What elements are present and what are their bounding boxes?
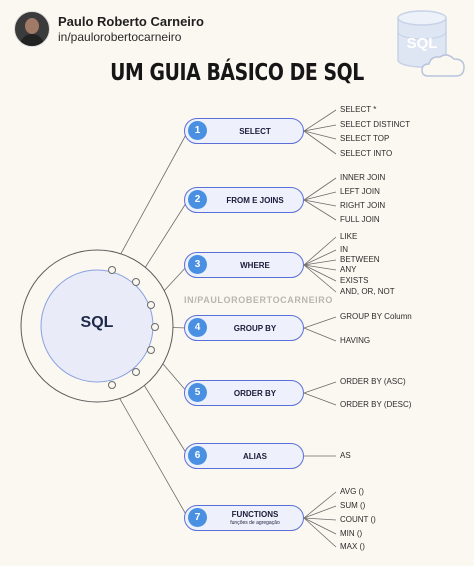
center-label: SQL: [80, 314, 114, 331]
fan-line: [303, 517, 337, 535]
node-from-e-joins: 2 FROM E JOINS: [184, 187, 304, 213]
sub-item: MIN (): [340, 529, 363, 538]
sub-item: GROUP BY Column: [340, 312, 412, 321]
node-label: GROUP BY: [233, 323, 277, 333]
fan-line: [303, 517, 337, 521]
sub-item: SELECT TOP: [340, 134, 390, 143]
fan-line: [303, 264, 337, 271]
sub-item: SELECT INTO: [340, 149, 393, 158]
sub-item: AS: [340, 451, 351, 460]
node-label-wrap: FROM E JOINS: [207, 188, 303, 212]
sub-item: COUNT (): [340, 515, 376, 524]
node-label: SELECT: [239, 126, 271, 136]
branch-line-1: [111, 130, 189, 271]
node-label: FROM E JOINS: [226, 195, 284, 205]
fan-line: [303, 491, 337, 519]
node-label-wrap: ORDER BY: [207, 381, 303, 405]
connector-dot-7: [108, 381, 116, 389]
sub-item: SUM (): [340, 501, 366, 510]
sub-item: LIKE: [340, 232, 358, 241]
node-number-badge: 1: [188, 121, 207, 140]
sub-item: INNER JOIN: [340, 173, 386, 182]
node-number-badge: 2: [188, 190, 207, 209]
branch-line-6: [135, 371, 189, 457]
database-cloud-icon: SQL: [397, 10, 465, 77]
sub-item: RIGHT JOIN: [340, 201, 386, 210]
node-alias: 6 ALIAS: [184, 443, 304, 469]
node-label: WHERE: [240, 260, 270, 270]
logo-text: SQL: [407, 35, 438, 52]
node-number-badge: 5: [188, 383, 207, 402]
fan-line: [303, 381, 337, 394]
node-where: 3 WHERE: [184, 252, 304, 278]
node-number-badge: 4: [188, 318, 207, 337]
fan-line: [303, 505, 337, 519]
node-sublabel: funções de agregação: [230, 520, 280, 526]
fan-line: [303, 130, 337, 140]
sub-item: ORDER BY (DESC): [340, 400, 412, 409]
node-label: ORDER BY: [233, 388, 277, 398]
fan-line: [303, 124, 337, 132]
fan-line: [303, 177, 337, 201]
sub-item: IN: [340, 245, 348, 254]
connector-dot-5: [147, 346, 155, 354]
node-order-by: 5 ORDER BY: [184, 380, 304, 406]
fan-line: [303, 264, 337, 293]
connector-dots: [108, 266, 159, 389]
node-select: 1 SELECT: [184, 118, 304, 144]
fan-line: [303, 109, 337, 132]
sub-item: LEFT JOIN: [340, 187, 380, 196]
fan-line: [303, 130, 337, 155]
branch-line-7: [111, 384, 189, 519]
sub-item: EXISTS: [340, 276, 369, 285]
sub-item: AND, OR, NOT: [340, 287, 395, 296]
sub-item: AVG (): [340, 487, 364, 496]
sub-item: SELECT DISTINCT: [340, 120, 411, 129]
sub-item: FULL JOIN: [340, 215, 380, 224]
fan-line: [303, 249, 337, 266]
fan-line: [303, 199, 337, 207]
fan-line: [303, 236, 337, 266]
sub-item: ANY: [340, 265, 357, 274]
author-header: Paulo Roberto Carneiro in/paulorobertoca…: [14, 11, 204, 47]
node-label-wrap: GROUP BY: [207, 316, 303, 340]
node-label: FUNCTIONS: [231, 510, 279, 519]
connector-dot-3: [147, 301, 155, 309]
node-label-wrap: SELECT: [207, 119, 303, 143]
fan-line: [303, 191, 337, 201]
fan-line: [303, 199, 337, 221]
node-group-by: 4 GROUP BY: [184, 315, 304, 341]
node-label-wrap: ALIAS: [207, 444, 303, 468]
sub-item: HAVING: [340, 336, 371, 345]
sub-item: BETWEEN: [340, 255, 380, 264]
connector-dot-4: [151, 323, 159, 331]
page-title: UM GUIA BÁSICO DE SQL: [110, 60, 364, 86]
node-number-badge: 3: [188, 255, 207, 274]
watermark: IN/PAULOROBERTOCARNEIRO: [184, 295, 333, 305]
sub-item: SELECT *: [340, 105, 377, 114]
author-name: Paulo Roberto Carneiro: [58, 13, 204, 29]
author-handle: in/paulorobertocarneiro: [58, 29, 182, 44]
fan-line: [303, 392, 337, 406]
fan-line: [303, 517, 337, 548]
node-number-badge: 6: [188, 446, 207, 465]
author-text: Paulo Roberto Carneiro in/paulorobertoca…: [58, 14, 204, 45]
fan-line: [303, 259, 337, 266]
sub-item: ORDER BY (ASC): [340, 377, 406, 386]
connector-dot-6: [132, 368, 140, 376]
connector-dot-1: [108, 266, 116, 274]
node-number-badge: 7: [188, 508, 207, 527]
node-label-wrap: WHERE: [207, 253, 303, 277]
sub-item: MAX (): [340, 542, 365, 551]
fan-line: [303, 316, 337, 329]
node-label: ALIAS: [243, 451, 267, 461]
avatar: [14, 11, 50, 47]
fan-line: [303, 327, 337, 342]
connector-dot-2: [132, 278, 140, 286]
fan-line: [303, 264, 337, 282]
